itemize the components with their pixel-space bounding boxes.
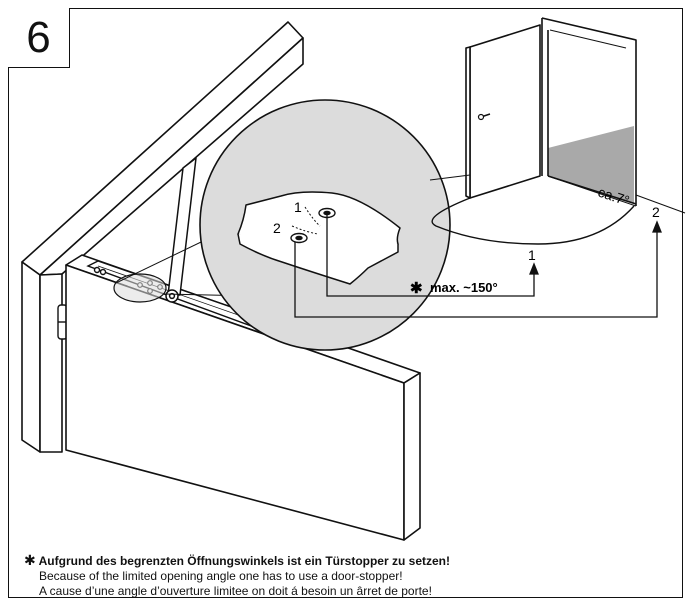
step-number: 6 — [8, 8, 70, 68]
note-german: ✱ Aufgrund des begrenzten Öffnungswinkel… — [24, 553, 674, 569]
position-label-1: 1 — [528, 247, 536, 263]
door-swing-arc — [431, 197, 635, 245]
guide-line-1 — [326, 213, 539, 297]
closer-arm — [165, 157, 197, 303]
doorway-scene — [429, 17, 686, 214]
figure-frame — [8, 8, 683, 598]
door-frame-jamb — [21, 21, 304, 453]
hole-label-2: 2 — [273, 220, 281, 236]
note-german-text: Aufgrund des begrenzten Öffnungswinkels … — [38, 554, 450, 568]
asterisk-symbol: ✱ — [410, 280, 423, 297]
note-english: Because of the limited opening angle one… — [39, 569, 403, 583]
notes-block: ✱ Aufgrund des begrenzten Öffnungswinkel… — [24, 553, 674, 599]
rotation-arrows — [291, 206, 321, 235]
note-french: A cause d’une angle d’ouverture limitee … — [39, 584, 432, 598]
detail-ellipse-small — [113, 273, 167, 303]
note-asterisk: ✱ — [24, 552, 36, 568]
magnified-rail-piece — [237, 191, 401, 285]
guide-line-2 — [294, 220, 662, 318]
position-label-2: 2 — [652, 204, 660, 220]
hole-label-1: 1 — [294, 199, 302, 215]
max-angle-label: max. ~150° — [430, 280, 498, 295]
